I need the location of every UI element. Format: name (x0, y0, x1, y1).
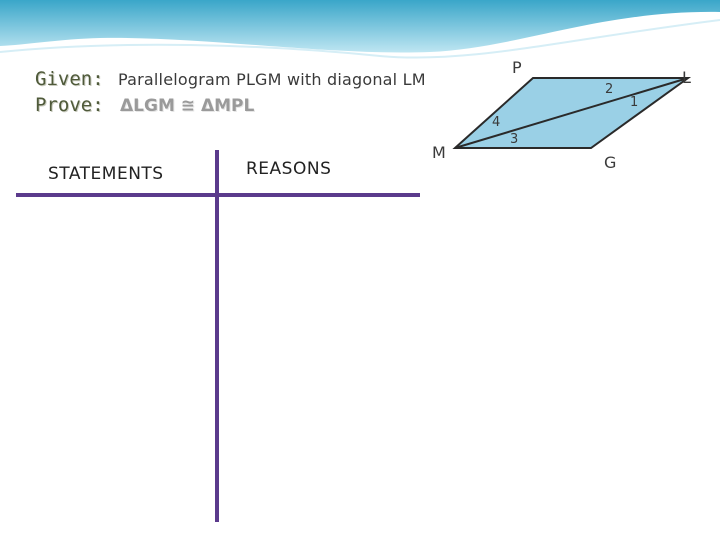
prove-statement: ΔLGM ≅ ΔMPL (120, 96, 255, 116)
given-statement: Parallelogram PLGM with diagonal LM (118, 70, 426, 89)
angle-label-1: 1 (630, 95, 639, 110)
reasons-column-header: REASONS (246, 159, 332, 179)
vertex-label-l: L (682, 68, 691, 87)
angle-label-2: 2 (605, 82, 614, 97)
prove-label: Prove: (35, 94, 104, 116)
vertex-label-p: P (512, 58, 522, 77)
given-label: Given: (35, 68, 104, 90)
vertex-label-m: M (432, 143, 446, 162)
diagonal-lm (454, 77, 689, 149)
angle-label-4: 4 (492, 115, 501, 130)
vertex-label-g: G (604, 153, 617, 172)
header-wave-decoration (0, 0, 720, 59)
angle-label-3: 3 (510, 132, 519, 147)
statements-column-header: STATEMENTS (48, 164, 164, 184)
